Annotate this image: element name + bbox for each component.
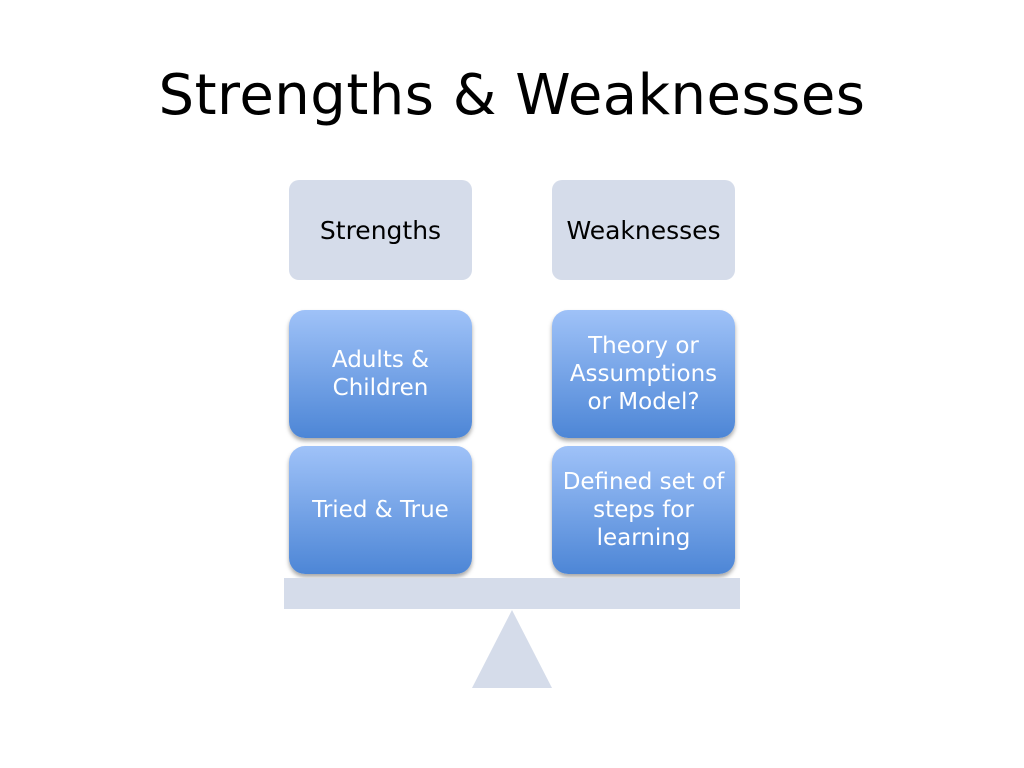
weaknesses-header-box: Weaknesses <box>552 180 735 280</box>
strength-item-1-label: Adults & Children <box>331 347 430 401</box>
fulcrum-triangle <box>472 610 552 688</box>
weakness-item-1: Theory or Assumptions or Model? <box>552 310 735 438</box>
balance-fulcrum-icon <box>472 610 552 688</box>
slide-title: Strengths & Weaknesses <box>158 63 866 128</box>
weakness-item-2: Defined set of steps for learning <box>552 446 735 574</box>
balance-beam <box>284 578 740 609</box>
strengths-header-box: Strengths <box>289 180 472 280</box>
strength-item-2: Tried & True <box>289 446 472 574</box>
weakness-item-2-label: Defined set of steps for learning <box>562 469 725 551</box>
weakness-item-1-label: Theory or Assumptions or Model? <box>569 333 718 415</box>
weaknesses-header-label: Weaknesses <box>566 215 721 245</box>
strength-item-2-label: Tried & True <box>312 497 449 523</box>
strength-item-1: Adults & Children <box>289 310 472 438</box>
strengths-header-label: Strengths <box>319 215 442 245</box>
